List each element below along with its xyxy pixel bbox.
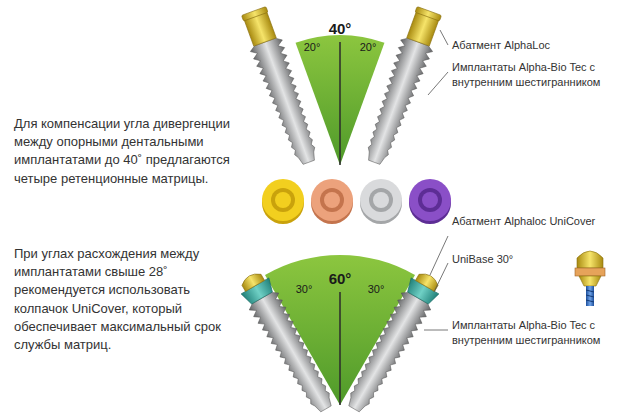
- angle-label: 30°: [286, 282, 322, 297]
- leader-line: [424, 30, 448, 330]
- angle-label: 40°: [318, 18, 362, 39]
- retention-cap: [262, 179, 304, 224]
- note-text: Для компенсации угла дивергенции между о…: [14, 115, 239, 188]
- angle-label: 20°: [350, 40, 386, 55]
- angle-label: 60°: [318, 268, 362, 289]
- part-name: Имплантаты Alpha-Bio Tec с внутренним ше…: [452, 60, 637, 91]
- implant: [358, 5, 445, 168]
- retention-cap: [311, 179, 353, 224]
- abutment-figure: [575, 251, 605, 306]
- retention-caps: [262, 179, 451, 224]
- retention-cap: [360, 179, 402, 224]
- angle-label: 30°: [358, 282, 394, 297]
- part-name: Абатмент Alphaloc UniCover: [452, 214, 612, 229]
- part-name: Абатмент AlphaLoc: [452, 38, 637, 53]
- axis-line: [339, 292, 341, 405]
- retention-cap: [409, 179, 451, 224]
- implant: [339, 267, 445, 416]
- axis-line: [339, 42, 341, 165]
- part-name: UniBase 30°: [452, 252, 552, 267]
- implant: [235, 267, 341, 416]
- note-text: При углах расхождения между имплантатами…: [14, 245, 239, 354]
- part-name: Имплантаты Alpha-Bio Tec с внутренним ше…: [452, 318, 637, 349]
- implant: [238, 5, 325, 168]
- angle-label: 20°: [294, 40, 330, 55]
